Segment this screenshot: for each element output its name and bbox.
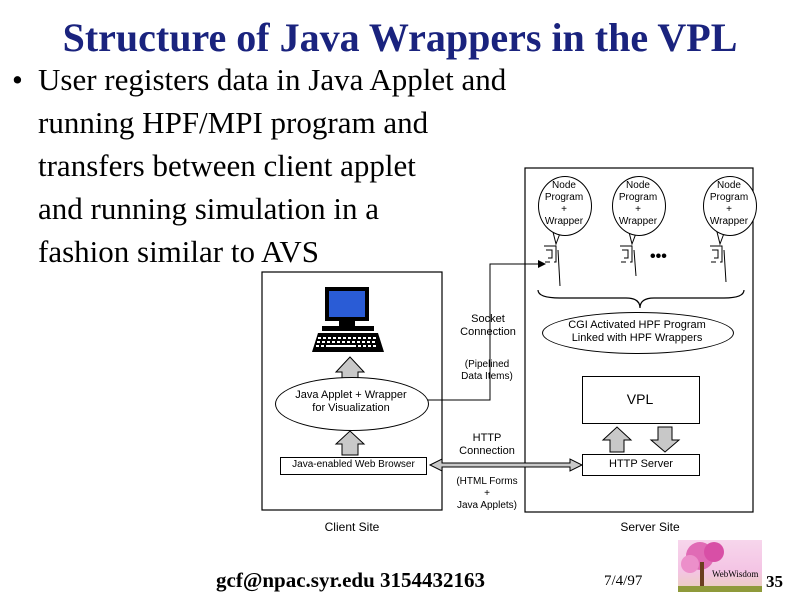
node-group-brace <box>537 289 745 309</box>
bullet-line-3: transfers between client applet <box>38 148 416 183</box>
http-server-label: HTTP Server <box>609 458 673 470</box>
html-forms-label: (HTML Forms+Java Applets) <box>456 476 518 511</box>
cgi-program-ellipse <box>542 312 734 354</box>
bullet-line-4: and running simulation in a <box>38 191 379 226</box>
server-site-frame <box>524 167 754 513</box>
client-site-frame <box>261 271 443 511</box>
bullet-line-5: fashion similar to AVS <box>38 234 320 269</box>
vpl-box <box>582 376 700 424</box>
node-machine-icon <box>544 245 727 287</box>
server-down-arrow <box>649 426 681 453</box>
footer-date: 7/4/97 <box>604 573 643 589</box>
bullet-marker: • <box>12 62 23 97</box>
webwisdom-logo: WebWisdom <box>678 540 762 592</box>
server-site-label: Server Site <box>620 520 680 534</box>
client-site-label: Client Site <box>324 520 380 534</box>
node-ellipsis: ••• <box>650 248 667 265</box>
bullet-line-1: User registers data in Java Applet and <box>38 62 507 97</box>
web-browser-box <box>280 457 427 475</box>
http-connection-arrow <box>428 458 584 472</box>
bullet-line-2: running HPF/MPI program and <box>38 105 429 140</box>
computer-icon <box>312 287 384 352</box>
browser-to-applet-arrow <box>334 430 366 456</box>
footer-contact: gcf@npac.syr.edu 3154432163 <box>216 568 486 592</box>
server-up-arrow <box>601 426 633 453</box>
web-browser-label: Java-enabled Web Browser <box>292 459 415 470</box>
node-bubble-1 <box>538 176 592 236</box>
vpl-label: VPL <box>626 391 654 407</box>
page-number: 35 <box>766 572 783 591</box>
http-server-box <box>582 454 700 476</box>
socket-connection-line <box>427 263 538 401</box>
slide-title: Structure of Java Wrappers in the VPL <box>62 15 738 60</box>
java-applet-ellipse <box>275 377 429 431</box>
node-bubble-3 <box>703 176 757 236</box>
node-bubble-2 <box>612 176 666 236</box>
